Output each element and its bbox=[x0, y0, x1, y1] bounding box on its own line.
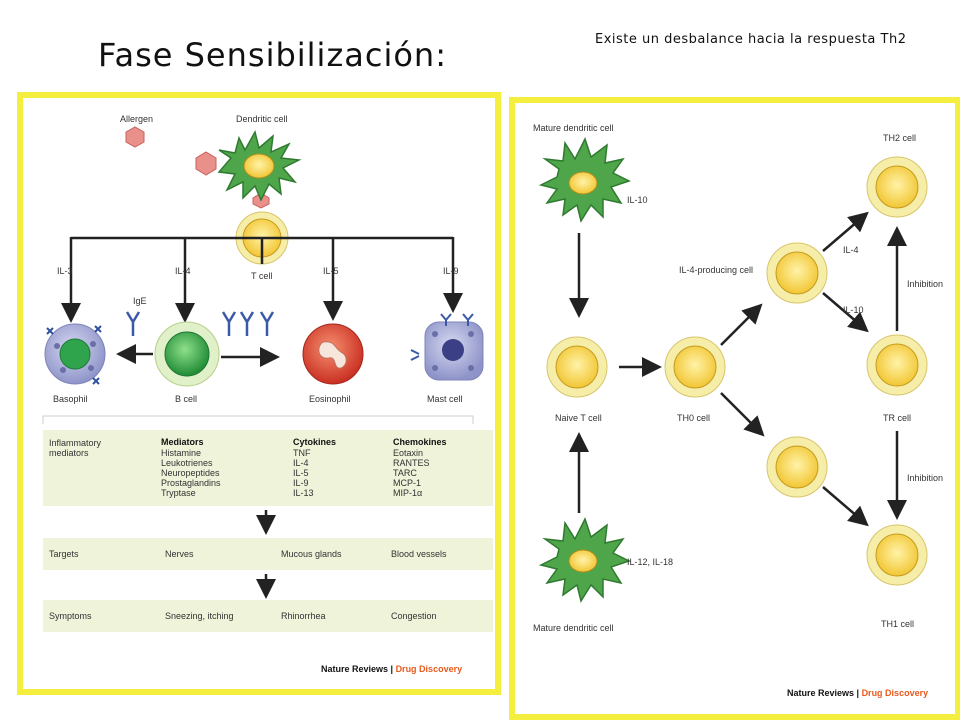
journal-credit: Nature Reviews | Drug Discovery bbox=[321, 664, 462, 674]
il3-label: IL-3 bbox=[57, 266, 73, 276]
th2-cell bbox=[866, 156, 928, 218]
sensitization-diagram: Allergen Dendritic cell T cell IL-3 IL-4… bbox=[42, 114, 493, 674]
mediators-col1-head: Mediators bbox=[161, 437, 204, 447]
allergen-label: Allergen bbox=[120, 114, 153, 124]
journal-section: Drug Discovery bbox=[862, 688, 929, 698]
allergen-hexagon bbox=[125, 126, 145, 148]
journal-separator: | bbox=[388, 664, 396, 674]
chemokines-col-head: Chemokines bbox=[393, 437, 447, 447]
chemokine-item: MIP-1α bbox=[393, 488, 422, 498]
mediators-label: mediators bbox=[49, 448, 89, 458]
target-item: Blood vessels bbox=[391, 549, 447, 559]
chemokine-item: Eotaxin bbox=[393, 448, 423, 458]
bracket-line bbox=[42, 415, 474, 424]
naive-t-cell-label: Naive T cell bbox=[555, 413, 602, 423]
mast-cell-label: Mast cell bbox=[427, 394, 463, 404]
basophil bbox=[44, 323, 106, 385]
mediator-item: Prostaglandins bbox=[161, 478, 221, 488]
cytokine-item: IL-13 bbox=[293, 488, 314, 498]
cytokine-item: TNF bbox=[293, 448, 311, 458]
cytokines-col-head: Cytokines bbox=[293, 437, 336, 447]
symptoms-band bbox=[43, 600, 493, 632]
symptoms-label: Symptoms bbox=[49, 611, 92, 621]
journal-credit: Nature Reviews | Drug Discovery bbox=[787, 688, 928, 698]
ige-label: IgE bbox=[133, 296, 147, 306]
tr-cell-label: TR cell bbox=[883, 413, 911, 423]
targets-label: Targets bbox=[49, 549, 79, 559]
mature-dc-bottom-label: Mature dendritic cell bbox=[533, 623, 614, 633]
il4-producing-cell bbox=[766, 242, 828, 304]
mediator-item: Tryptase bbox=[161, 488, 196, 498]
mediator-item: Histamine bbox=[161, 448, 201, 458]
inhibition-top-label: Inhibition bbox=[907, 279, 943, 289]
sensitization-diagram-panel: Allergen Dendritic cell T cell IL-3 IL-4… bbox=[17, 92, 501, 695]
dendritic-cell-label: Dendritic cell bbox=[236, 114, 288, 124]
journal-separator: | bbox=[854, 688, 862, 698]
basophil-label: Basophil bbox=[53, 394, 88, 404]
mature-dendritic-cell-bottom bbox=[538, 517, 631, 603]
t-cell-label: T cell bbox=[251, 271, 272, 281]
cytokine-item: IL-5 bbox=[293, 468, 309, 478]
symptom-item: Rhinorrhea bbox=[281, 611, 326, 621]
il10-arrow-label: IL-10 bbox=[843, 305, 864, 315]
mediator-item: Leukotrienes bbox=[161, 458, 213, 468]
mediator-item: Neuropeptides bbox=[161, 468, 220, 478]
mast-cell bbox=[410, 313, 484, 381]
il10-dc-label: IL-10 bbox=[627, 195, 648, 205]
target-item: Nerves bbox=[165, 549, 194, 559]
il4-arrow-label: IL-4 bbox=[843, 245, 859, 255]
chemokine-item: MCP-1 bbox=[393, 478, 421, 488]
mature-dc-top-label: Mature dendritic cell bbox=[533, 123, 614, 133]
tr-cell bbox=[866, 334, 928, 396]
eosinophil-label: Eosinophil bbox=[309, 394, 351, 404]
eosinophil bbox=[302, 323, 364, 385]
il9-label: IL-9 bbox=[443, 266, 459, 276]
arrow-th0-to-lower bbox=[720, 392, 765, 437]
il4-label: IL-4 bbox=[175, 266, 191, 276]
target-item: Mucous glands bbox=[281, 549, 342, 559]
ige-antibody bbox=[125, 311, 141, 336]
arrow-th0-to-il4cell bbox=[720, 303, 763, 346]
cytokine-item: IL-9 bbox=[293, 478, 309, 488]
mediators-band bbox=[43, 430, 493, 506]
chemokine-item: RANTES bbox=[393, 458, 430, 468]
journal-section: Drug Discovery bbox=[396, 664, 463, 674]
th0-cell bbox=[664, 336, 726, 398]
symptom-item: Sneezing, itching bbox=[165, 611, 234, 621]
b-cell bbox=[154, 321, 220, 387]
symptom-item: Congestion bbox=[391, 611, 437, 621]
il5-label: IL-5 bbox=[323, 266, 339, 276]
il4-producing-label: IL-4-producing cell bbox=[679, 265, 753, 275]
antibodies-group bbox=[221, 311, 275, 336]
dendritic-cell bbox=[217, 129, 302, 202]
th1-cell-label: TH1 cell bbox=[881, 619, 914, 629]
arrow-il4cell-to-tr bbox=[822, 292, 869, 333]
b-cell-label: B cell bbox=[175, 394, 197, 404]
th-differentiation-diagram: Mature dendritic cell IL-10 Naive T cell… bbox=[533, 123, 943, 698]
th1-cell bbox=[866, 524, 928, 586]
naive-t-cell bbox=[546, 336, 608, 398]
journal-name: Nature Reviews bbox=[787, 688, 854, 698]
allergen-hexagon bbox=[195, 151, 217, 176]
th-differentiation-panel: Mature dendritic cell IL-10 Naive T cell… bbox=[509, 97, 960, 720]
chemokine-item: TARC bbox=[393, 468, 417, 478]
th2-imbalance-note: Existe un desbalance hacia la respuesta … bbox=[595, 32, 907, 47]
arrow-il4cell-to-th2 bbox=[822, 211, 869, 252]
inhibition-bottom-label: Inhibition bbox=[907, 473, 943, 483]
cytokine-item: IL-4 bbox=[293, 458, 309, 468]
inflammatory-label: Inflammatory bbox=[49, 438, 102, 448]
page-title: Fase Sensibilización: bbox=[98, 36, 447, 74]
mature-dendritic-cell-top bbox=[538, 137, 631, 223]
th2-cell-label: TH2 cell bbox=[883, 133, 916, 143]
targets-band bbox=[43, 538, 493, 570]
il12-il18-label: IL-12, IL-18 bbox=[627, 557, 673, 567]
journal-name: Nature Reviews bbox=[321, 664, 388, 674]
th0-cell-label: TH0 cell bbox=[677, 413, 710, 423]
intermediate-t-cell bbox=[766, 436, 828, 498]
arrow-to-th1 bbox=[822, 486, 869, 527]
